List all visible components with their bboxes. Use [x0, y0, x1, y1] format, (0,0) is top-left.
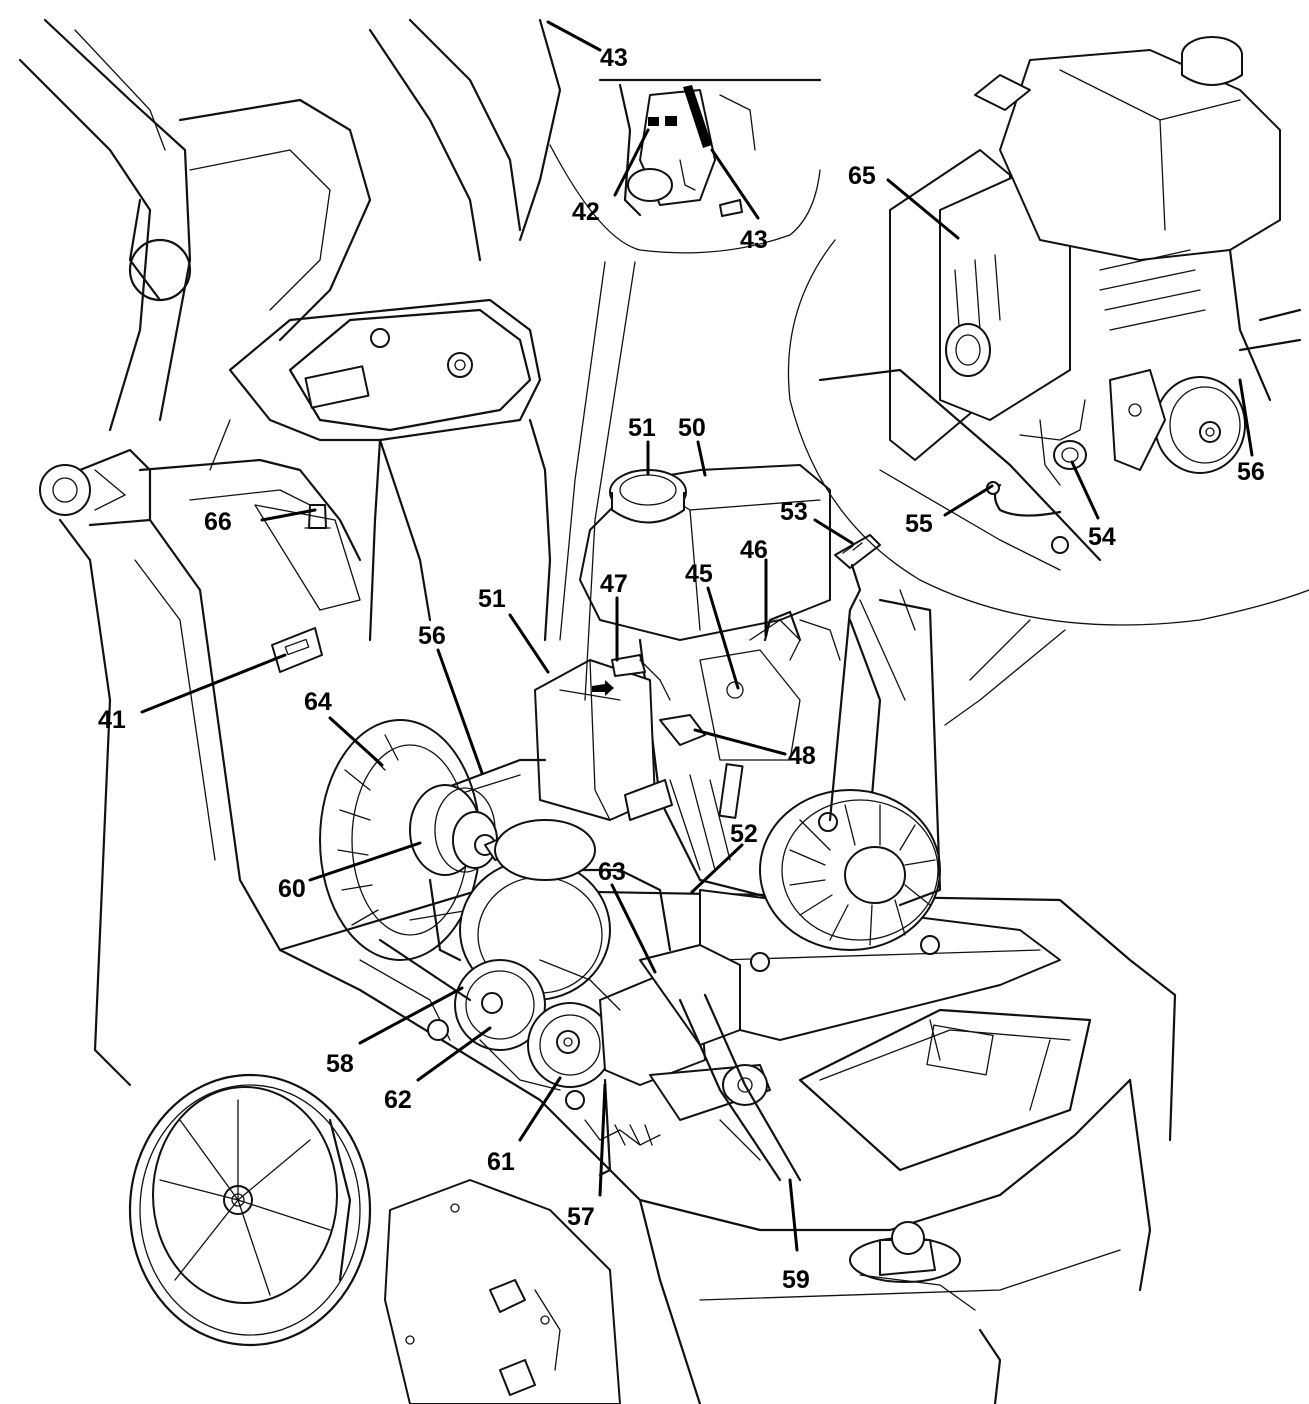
leader-51 [508, 613, 550, 674]
leader-56-top [1238, 378, 1254, 457]
leader-48 [693, 728, 787, 756]
callout-51: 51 [478, 585, 506, 613]
callout-56-main: 56 [418, 622, 446, 650]
callout-labels: 43 42 43 65 56 55 54 51 50 53 46 45 47 5… [98, 44, 1265, 1294]
callout-52: 52 [730, 820, 758, 848]
callout-56-top: 56 [1237, 458, 1265, 486]
callout-47: 47 [600, 570, 628, 598]
callout-60: 60 [278, 875, 306, 903]
leader-57 [598, 1083, 607, 1197]
leader-55 [943, 484, 994, 517]
callout-55: 55 [905, 510, 933, 538]
leader-62 [416, 1026, 492, 1082]
leader-42 [613, 128, 650, 197]
inset-detail-right [787, 36, 1309, 726]
callout-62: 62 [384, 1086, 412, 1114]
leader-59 [788, 1178, 799, 1252]
leader-54 [1070, 460, 1100, 520]
leader-lines [140, 20, 1254, 1252]
leader-41 [140, 653, 287, 714]
callout-65: 65 [848, 162, 876, 190]
inset-detail-top [549, 78, 822, 701]
leader-66 [260, 508, 317, 522]
callout-45: 45 [685, 560, 713, 588]
callout-64: 64 [304, 688, 332, 716]
engine [534, 464, 942, 951]
leader-43 [710, 148, 760, 220]
callout-53: 53 [780, 498, 808, 526]
callout-57: 57 [567, 1203, 595, 1231]
callout-44: 43 [600, 44, 628, 72]
leader-45 [706, 586, 740, 690]
callout-50: 51 [628, 414, 656, 442]
machine-body [18, 18, 1177, 1404]
leader-61 [518, 1076, 562, 1142]
leader-53 [813, 518, 854, 545]
leader-65 [886, 178, 960, 240]
callout-41: 41 [98, 706, 126, 734]
callout-58: 58 [326, 1050, 354, 1078]
leader-60 [308, 841, 422, 882]
callout-42: 42 [572, 198, 600, 226]
callout-59: 59 [782, 1266, 810, 1294]
leader-63 [610, 883, 657, 974]
leader-56-main [436, 648, 484, 775]
drive-assembly [359, 758, 802, 1182]
callout-46: 46 [740, 536, 768, 564]
callout-48: 48 [788, 742, 816, 770]
callout-61: 61 [487, 1148, 515, 1176]
callout-66: 66 [204, 508, 232, 536]
leader-58 [358, 986, 464, 1045]
callout-49: 50 [678, 414, 706, 442]
callout-43: 43 [740, 226, 768, 254]
callout-63: 63 [598, 858, 626, 886]
leader-64 [328, 716, 384, 767]
leader-49 [696, 440, 707, 477]
leader-52 [690, 843, 744, 894]
leader-44 [546, 20, 602, 52]
callout-54: 54 [1088, 523, 1116, 551]
